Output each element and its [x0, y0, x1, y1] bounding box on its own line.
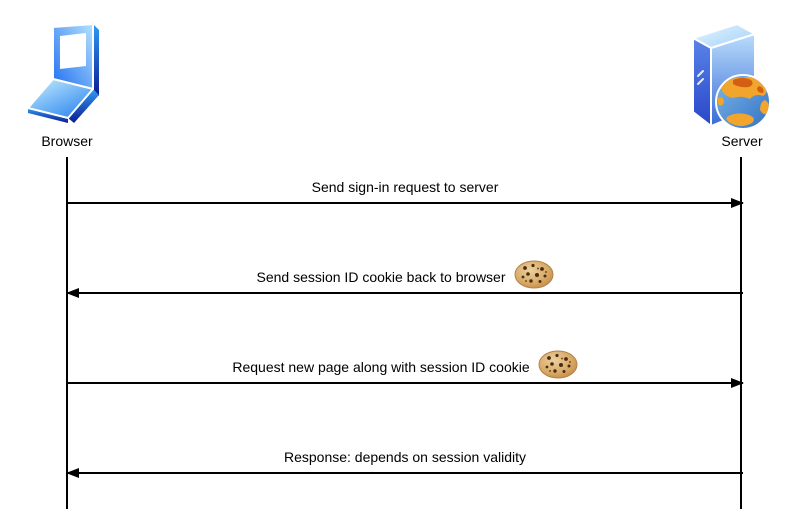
cookie-icon — [514, 260, 553, 289]
message-label: Send sign-in request to server — [67, 179, 743, 196]
message-label: Send session ID cookie back to browser — [67, 260, 743, 289]
server-globe-icon — [692, 23, 771, 130]
message-text: Send session ID cookie back to browser — [256, 269, 506, 285]
message-text: Send sign-in request to server — [311, 179, 499, 195]
message-arrow-line — [67, 472, 743, 474]
message-arrow-line — [67, 292, 743, 294]
message-label: Request new page along with session ID c… — [67, 350, 743, 379]
laptop-icon — [27, 23, 99, 123]
message-arrowhead — [66, 468, 79, 478]
message-arrow-line — [67, 202, 743, 204]
message-arrowhead — [731, 378, 744, 388]
browser-lifeline — [66, 157, 68, 509]
server-lifeline — [740, 157, 742, 509]
message-label: Response: depends on session validity — [67, 449, 743, 466]
message-arrow-line — [67, 382, 743, 384]
actor-label-server: Server — [721, 133, 763, 149]
message-arrowhead — [731, 198, 744, 208]
message-text: Request new page along with session ID c… — [232, 359, 530, 375]
message-text: Response: depends on session validity — [283, 449, 527, 465]
actor-label-browser: Browser — [41, 133, 93, 149]
message-arrowhead — [66, 288, 79, 298]
cookie-icon — [538, 350, 578, 379]
